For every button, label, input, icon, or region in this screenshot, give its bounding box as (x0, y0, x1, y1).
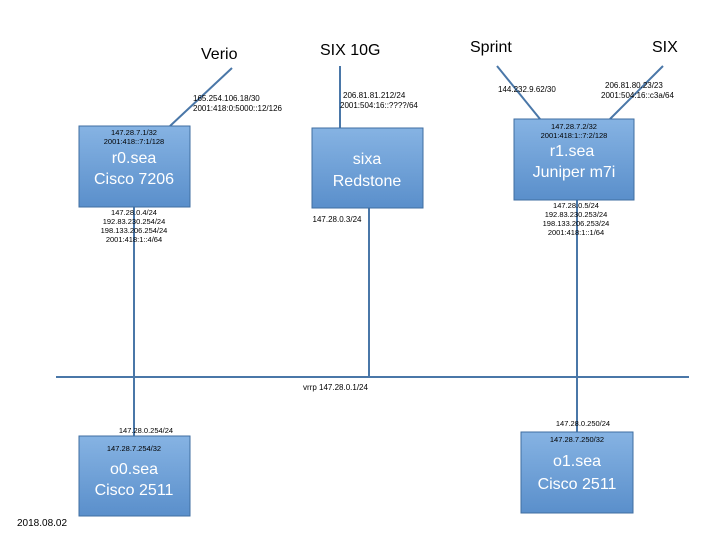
uplink-six10g-label: SIX 10G (320, 42, 380, 59)
sixa-box (311, 127, 424, 209)
r1-six-link (609, 65, 664, 120)
r1-model: Juniper m7i (533, 164, 616, 181)
r0-loopback-v6: 2001:418::7:1/128 (104, 137, 164, 146)
o1-model: Cisco 2511 (538, 476, 617, 493)
verio-v6-addr: 2001:418:0:5000::12/126 (193, 104, 283, 113)
r1-lan-addr: 198.133.206.253/24 (543, 219, 610, 228)
six-v6-addr: 2001:504:16::c3a/64 (601, 91, 675, 100)
o1-box (520, 431, 634, 514)
r1-lan-addr: 147.28.0.5/24 (553, 201, 599, 210)
r1-box (513, 118, 635, 201)
vrrp-label: vrrp 147.28.0.1/24 (303, 383, 368, 392)
r0-lan-addr: 2001:418:1::4/64 (106, 235, 162, 244)
uplink-verio-label: Verio (201, 46, 238, 63)
r0-lan-addr: 198.133.206.254/24 (101, 226, 168, 235)
r1-lan-addr: 192.83.230.253/24 (545, 210, 608, 219)
six10g-v4-addr: 206.81.81.212/24 (343, 91, 406, 100)
r1-loopback-v6: 2001:418:1::7:2/128 (541, 131, 608, 140)
r0-verio-link (169, 67, 233, 127)
six-v4-addr: 206.81.80.23/23 (605, 81, 663, 90)
r0-loopback-v4: 147.28.7.1/32 (111, 128, 157, 137)
sixa-model: Redstone (333, 173, 402, 190)
r0-lan-addr: 147.28.0.4/24 (111, 208, 157, 217)
r1-lan-addr: 2001:418:1::1/64 (548, 228, 604, 237)
r0-name: r0.sea (112, 150, 157, 167)
o0-model: Cisco 2511 (95, 482, 174, 499)
six10g-v6-addr: 2001:504:16::????/64 (340, 101, 418, 110)
sixa-name: sixa (353, 151, 382, 168)
r0-model: Cisco 7206 (94, 171, 174, 188)
o1-loopback-v4: 147.28.7.250/32 (550, 435, 604, 444)
uplink-sprint-label: Sprint (470, 39, 512, 56)
o0-name: o0.sea (110, 461, 158, 478)
o0-lan-addr: 147.28.0.254/24 (119, 426, 173, 435)
r0-lan-addr: 192.83.230.254/24 (103, 217, 166, 226)
diagram-date: 2018.08.02 (17, 518, 67, 529)
verio-v4-addr: 165.254.106.18/30 (193, 94, 260, 103)
sixa-lan-addr: 147.28.0.3/24 (313, 215, 362, 224)
sprint-v4-addr: 144.232.9.62/30 (498, 85, 556, 94)
r0-box (78, 125, 191, 208)
o1-name: o1.sea (553, 453, 601, 470)
r1-name: r1.sea (550, 143, 595, 160)
o0-box (78, 435, 191, 517)
r1-loopback-v4: 147.28.7.2/32 (551, 122, 597, 131)
o0-loopback-v4: 147.28.7.254/32 (107, 444, 161, 453)
r1-sprint-link (496, 65, 541, 120)
uplink-six-label: SIX (652, 39, 678, 56)
o1-lan-addr: 147.28.0.250/24 (556, 419, 610, 428)
